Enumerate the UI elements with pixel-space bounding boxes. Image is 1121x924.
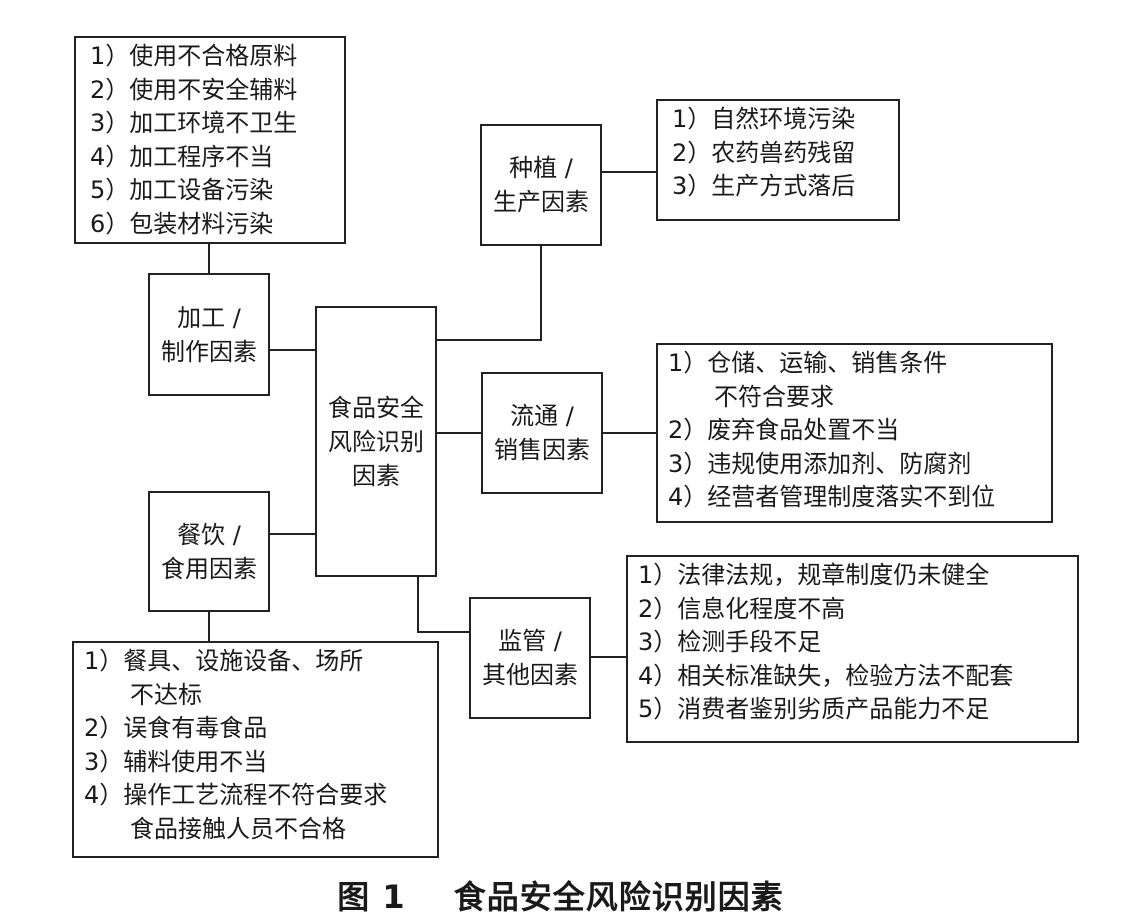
- list-item: 2）误食有毒食品: [84, 714, 268, 743]
- list-item: 4）经营者管理制度落实不到位: [668, 483, 996, 512]
- list-item: 2）农药兽药残留: [672, 138, 856, 167]
- factor-circulation: 流通 / 销售因素: [481, 372, 603, 494]
- list-item: 1）使用不合格原料: [90, 42, 298, 70]
- circulation-list: 1）仓储、运输、销售条件 不符合要求 2）废弃食品处置不当 3）违规使用添加剂、…: [656, 343, 1053, 523]
- central-node-line1: 食品安全: [328, 393, 424, 422]
- list-item: 3）生产方式落后: [672, 172, 856, 201]
- list-item: 5）消费者鉴别劣质产品能力不足: [638, 695, 990, 724]
- factor-circulation-line1: 流通 /: [510, 402, 574, 430]
- list-item: 1）仓储、运输、销售条件: [668, 349, 948, 377]
- factor-processing-line1: 加工 /: [177, 303, 241, 332]
- central-node-line3: 因素: [352, 461, 400, 490]
- factor-catering-line2: 食用因素: [161, 554, 257, 583]
- factor-planting-line1: 种植 /: [509, 154, 573, 182]
- list-item-continuation: 不符合要求: [714, 382, 834, 411]
- list-item: 1）餐具、设施设备、场所: [84, 647, 364, 675]
- factor-supervision-line1: 监管 /: [498, 627, 562, 655]
- planting-list: 1）自然环境污染 2）农药兽药残留 3）生产方式落后: [656, 99, 900, 221]
- catering-list: 1）餐具、设施设备、场所 不达标 2）误食有毒食品 3）辅料使用不当 4）操作工…: [72, 641, 439, 858]
- factor-supervision-line2: 其他因素: [482, 661, 578, 689]
- list-item: 6）包装材料污染: [90, 209, 274, 238]
- factor-catering-line1: 餐饮 /: [177, 520, 241, 549]
- figure-caption: 图 1 食品安全风险识别因素: [0, 872, 1121, 918]
- list-item: 4）相关标准缺失，检验方法不配套: [638, 661, 1014, 690]
- figure-number: 图 1: [337, 878, 406, 916]
- figure-title: 食品安全风险识别因素: [453, 878, 784, 916]
- list-item-continuation: 不达标: [130, 680, 202, 709]
- list-item: 3）检测手段不足: [638, 628, 822, 657]
- central-node: 食品安全 风险识别 因素: [315, 306, 437, 577]
- list-item: 3）加工环境不卫生: [90, 109, 298, 138]
- factor-processing: 加工 / 制作因素: [148, 273, 270, 396]
- factor-planting: 种植 / 生产因素: [480, 124, 602, 246]
- list-item: 1）法律法规，规章制度仍未健全: [638, 561, 990, 589]
- list-item: 4）操作工艺流程不符合要求: [84, 781, 388, 810]
- list-item: 2）使用不安全辅料: [90, 75, 298, 104]
- factor-planting-line2: 生产因素: [493, 188, 589, 216]
- list-item: 4）加工程序不当: [90, 142, 274, 171]
- factor-circulation-line2: 销售因素: [494, 436, 590, 464]
- list-item: 3）辅料使用不当: [84, 747, 268, 776]
- supervision-list: 1）法律法规，规章制度仍未健全 2）信息化程度不高 3）检测手段不足 4）相关标…: [626, 555, 1079, 743]
- list-item: 3）违规使用添加剂、防腐剂: [668, 449, 972, 478]
- central-node-line2: 风险识别: [328, 427, 424, 456]
- list-item: 2）废弃食品处置不当: [668, 416, 900, 445]
- factor-supervision: 监管 / 其他因素: [469, 597, 591, 719]
- factor-processing-line2: 制作因素: [161, 337, 257, 366]
- list-item-continuation: 食品接触人员不合格: [130, 814, 346, 843]
- connector-supervision-center: [417, 577, 469, 633]
- list-item: 5）加工设备污染: [90, 176, 274, 205]
- list-item: 2）信息化程度不高: [638, 594, 846, 623]
- connector-planting-center: [437, 246, 542, 341]
- factor-catering: 餐饮 / 食用因素: [148, 491, 270, 612]
- processing-list: 1）使用不合格原料 2）使用不安全辅料 3）加工环境不卫生 4）加工程序不当 5…: [74, 36, 346, 244]
- list-item: 1）自然环境污染: [672, 105, 856, 133]
